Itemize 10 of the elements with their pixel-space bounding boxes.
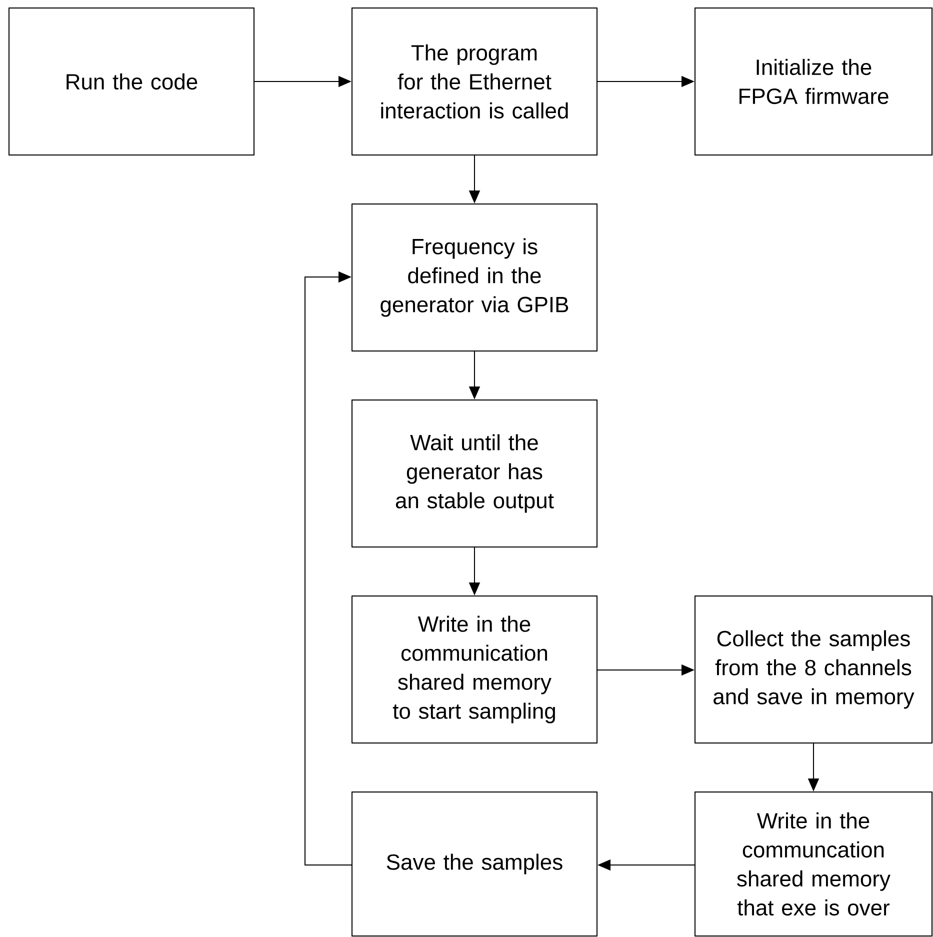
arrow xyxy=(304,271,352,866)
process-box: Collect the samples from the 8 channels and save in memory xyxy=(694,596,932,744)
process-box: The program for the Ethernet interaction is called xyxy=(352,8,598,156)
process-box: Initialize the FPGA firmware xyxy=(694,8,932,156)
process-box: Write in the communication shared memory to start sampling xyxy=(352,596,598,744)
process-box: Write in the communcation shared memory that exe is over xyxy=(694,792,932,936)
process-box: Wait until the generator has an stable output xyxy=(352,400,598,548)
process-box: Run the code xyxy=(8,8,254,156)
process-box: Save the samples xyxy=(352,792,598,936)
process-box: Frequency is defined in the generator via GPIB xyxy=(352,204,598,352)
